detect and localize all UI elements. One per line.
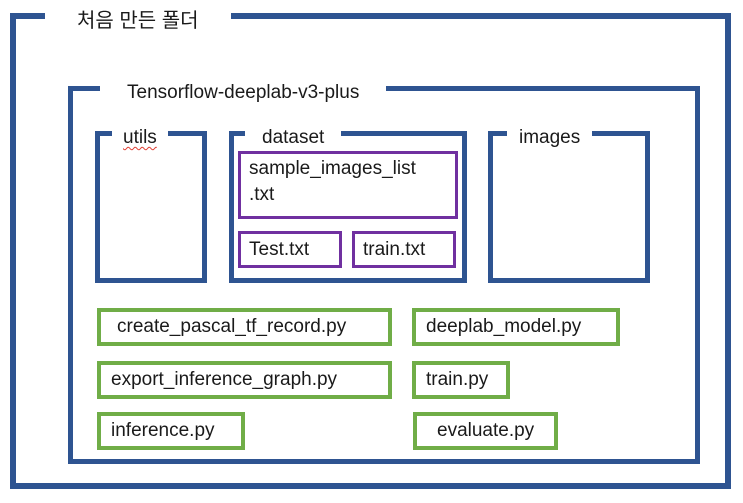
file-train-txt: train.txt — [352, 231, 456, 268]
root-folder-label: 처음 만든 폴더 — [45, 8, 231, 35]
images-folder-label: images — [507, 126, 593, 150]
file-evaluate-py: evaluate.py — [413, 412, 558, 450]
project-folder-frame: Tensorflow-deeplab-v3-plus utils dataset… — [68, 80, 700, 464]
project-folder-label: Tensorflow-deeplab-v3-plus — [100, 80, 387, 106]
utils-folder-frame: utils — [95, 126, 207, 283]
file-sample-images-list: sample_images_list .txt — [238, 151, 458, 219]
images-folder-frame: images — [488, 126, 650, 283]
root-folder-frame: 처음 만든 폴더 Tensorflow-deeplab-v3-plus util… — [10, 8, 731, 489]
file-create-pascal-tf-record-py: create_pascal_tf_record.py — [97, 308, 392, 346]
file-test-txt: Test.txt — [238, 231, 342, 268]
utils-folder-label: utils — [112, 126, 168, 150]
dataset-folder-frame: dataset sample_images_list .txt Test.txt… — [229, 126, 467, 283]
file-export-inference-graph-py: export_inference_graph.py — [97, 361, 392, 399]
file-train-py: train.py — [412, 361, 510, 399]
file-inference-py: inference.py — [97, 412, 245, 450]
file-deeplab-model-py: deeplab_model.py — [412, 308, 620, 346]
dataset-folder-label: dataset — [245, 126, 342, 150]
